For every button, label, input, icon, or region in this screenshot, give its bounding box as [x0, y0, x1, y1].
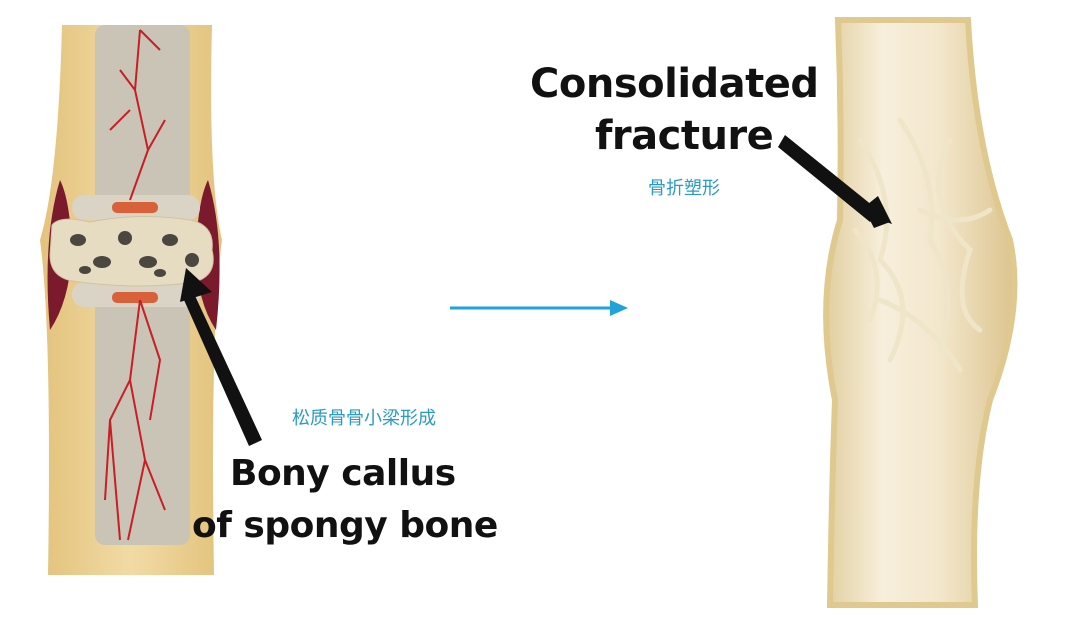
remodeled-trabeculae [852, 117, 993, 373]
left-caption-zh: 松质骨骨小梁形成 [292, 408, 436, 429]
spongy-trabeculae [70, 231, 199, 277]
blood-vessels [104, 29, 166, 541]
left-bone-callus [40, 25, 262, 575]
right-title-line1: Consolidated [530, 61, 819, 107]
right-title-line2: fracture [595, 113, 774, 159]
left-title-line2: of spongy bone [192, 505, 498, 546]
left-pointer-arrow [184, 285, 262, 446]
right-pointer-arrow [778, 135, 878, 222]
transition-arrow [450, 300, 628, 316]
right-bone-consolidated [778, 17, 1018, 608]
right-caption-zh: 骨折塑形 [648, 178, 720, 199]
left-title-line1: Bony callus [230, 453, 456, 494]
